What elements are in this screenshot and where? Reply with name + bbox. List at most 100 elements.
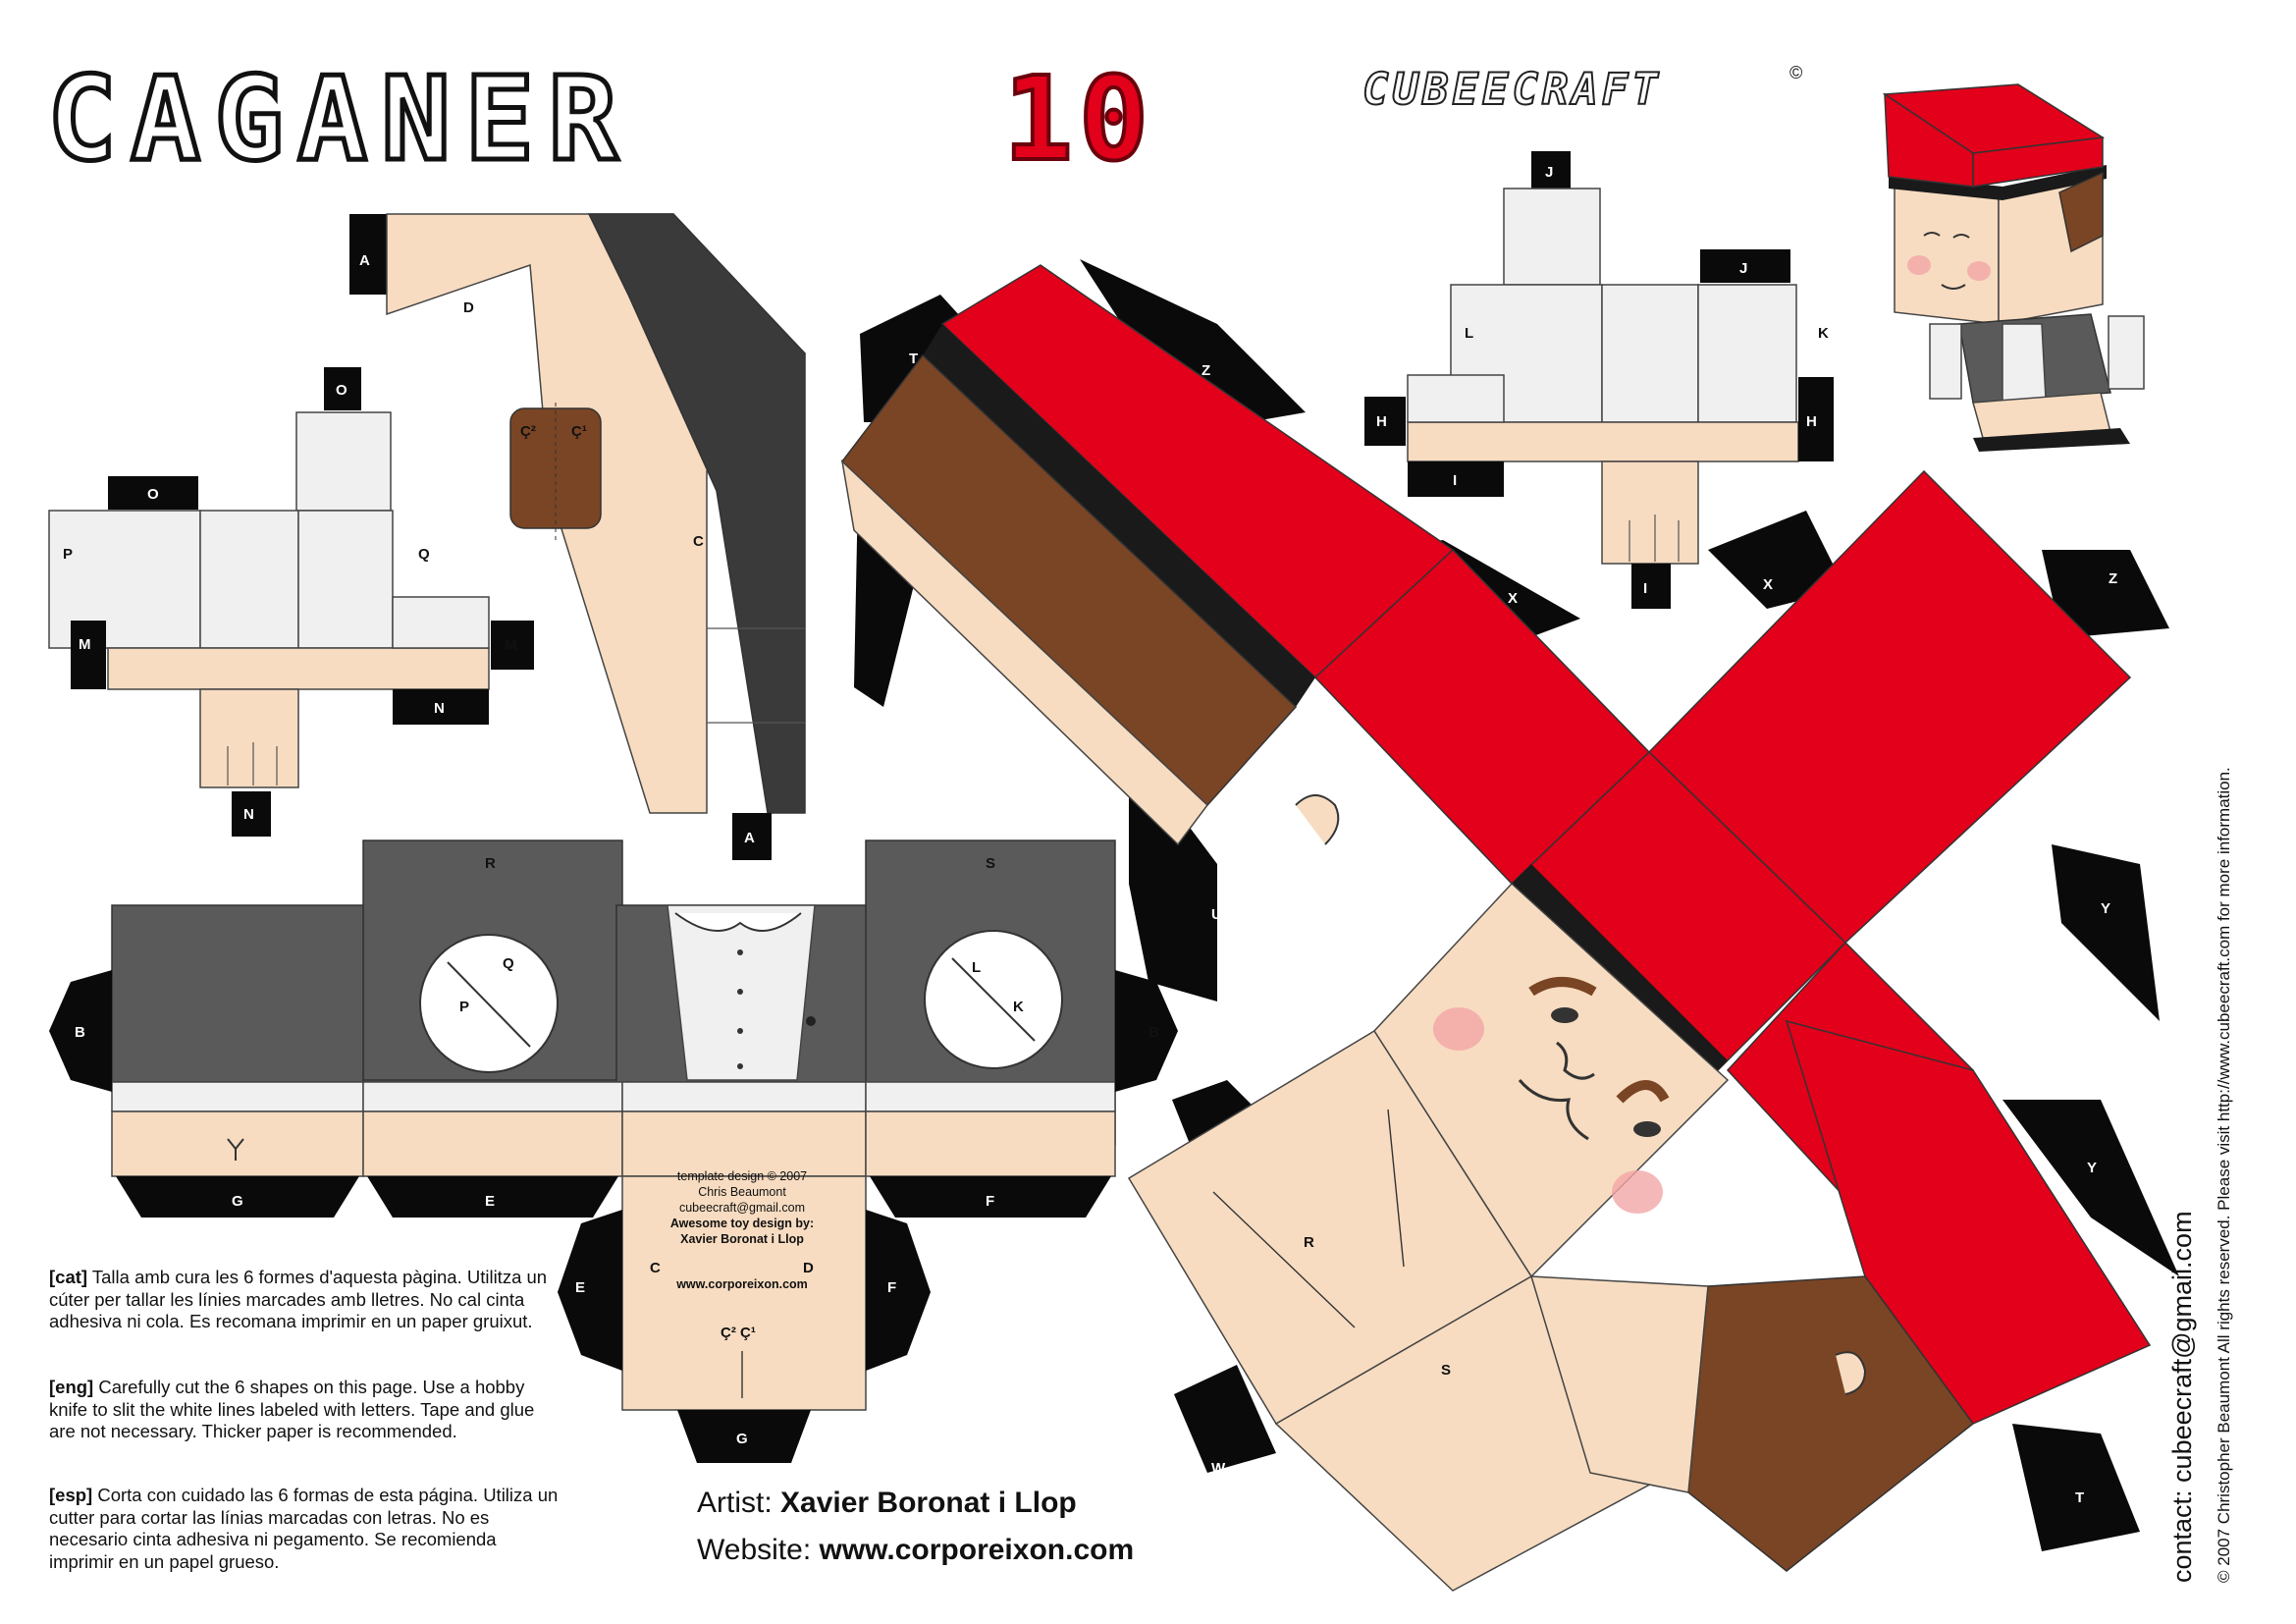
instructions-cat: [cat] Talla amb cura les 6 formes d'aque… <box>49 1267 560 1333</box>
label-C2-shoe: Ç² <box>520 423 536 440</box>
label-D: D <box>463 299 474 316</box>
tab-B-left <box>49 970 112 1092</box>
template-line-3: cubeecraft@gmail.com <box>678 1201 805 1215</box>
body-piece: R S Q P L K B B G E <box>49 839 1178 1463</box>
left-arm-piece: O O P Q M M N N <box>48 367 534 837</box>
website-label: Website: <box>697 1534 812 1566</box>
label-D-bottom: D <box>803 1260 814 1276</box>
tab-B-right <box>1115 970 1178 1092</box>
label-W-bottom: W <box>1211 1460 1226 1477</box>
label-K: K <box>1818 325 1829 342</box>
label-C2C1: Ç² Ç¹ <box>721 1325 756 1341</box>
artist-credit: Artist: Xavier Boronat i Llop <box>697 1487 1077 1520</box>
shoes-piece: Ç² Ç¹ <box>509 403 602 540</box>
tab-W-bottom <box>1174 1365 1276 1473</box>
label-Q-hole: Q <box>503 955 514 972</box>
instructions-eng-tag: [eng] <box>49 1377 94 1397</box>
tab-M-left <box>71 621 106 689</box>
template-line-4: Awesome toy design by: <box>669 1217 815 1230</box>
label-A-top: A <box>359 252 370 269</box>
label-J-top: J <box>1545 164 1553 181</box>
instructions-eng-text: Carefully cut the 6 shapes on this page.… <box>49 1377 535 1441</box>
tab-G <box>116 1176 359 1218</box>
label-I-left: I <box>1453 472 1457 489</box>
template-line-6: www.corporeixon.com <box>676 1277 808 1291</box>
head-piece: T Z W X X Z U Y U Y W V V T <box>840 259 2179 1592</box>
artist-name: Xavier Boronat i Llop <box>780 1487 1077 1519</box>
label-L-hole: L <box>972 959 981 976</box>
label-T-top: T <box>909 351 918 367</box>
tab-O-left <box>108 476 198 510</box>
tab-N-right <box>393 689 489 725</box>
label-Z-top: Z <box>1201 362 1210 379</box>
label-G: G <box>232 1193 243 1210</box>
tab-E-side <box>558 1210 622 1371</box>
website-credit: Website: www.corporeixon.com <box>697 1534 1134 1567</box>
label-C-bottom: C <box>650 1260 661 1276</box>
tab-I-left <box>1408 461 1504 497</box>
label-E-side: E <box>575 1279 585 1296</box>
brand-copyright-mark: © <box>1789 63 1803 82</box>
label-X-right: X <box>1763 576 1773 593</box>
side-copyright: © 2007 Christopher Beaumont All rights r… <box>2215 767 2233 1583</box>
tab-A-top <box>349 214 387 295</box>
brand-logo: CUBEECRAFT <box>1362 65 1662 115</box>
instructions-esp-text: Corta con cuidado las 6 formas de esta p… <box>49 1485 559 1572</box>
instructions-eng: [eng] Carefully cut the 6 shapes on this… <box>49 1377 560 1443</box>
tab-F-side <box>866 1210 931 1371</box>
label-I-bottom: I <box>1643 580 1647 597</box>
label-M-right: M <box>505 637 517 654</box>
label-A-bottom: A <box>744 830 755 846</box>
tab-H-left <box>1364 397 1406 446</box>
tab-T-bottom <box>2012 1424 2140 1551</box>
label-N-right: N <box>434 700 445 717</box>
label-E-bottom: E <box>485 1193 495 1210</box>
label-H-right: H <box>1806 413 1817 430</box>
label-Y-top: Y <box>2101 900 2110 917</box>
label-C: C <box>693 533 704 550</box>
tab-I-bottom <box>1631 564 1671 609</box>
label-W-left: W <box>934 627 949 644</box>
tab-Z-right <box>2042 550 2169 638</box>
label-O-top: O <box>336 382 347 399</box>
tab-Y-top <box>2052 844 2160 1021</box>
website-url[interactable]: www.corporeixon.com <box>819 1534 1135 1566</box>
assembled-preview <box>1882 83 2145 452</box>
label-S-top: S <box>986 855 995 872</box>
label-Z-right: Z <box>2109 570 2117 587</box>
tab-X-right <box>1708 511 1845 609</box>
label-Q: Q <box>418 546 430 563</box>
title-number: 10 <box>1001 51 1155 187</box>
tab-M-right <box>491 621 534 670</box>
instructions-esp: [esp] Corta con cuidado las 6 formas de … <box>49 1485 560 1573</box>
label-U-top: U <box>1211 906 1222 923</box>
tab-E-bottom <box>367 1176 618 1218</box>
label-M-left: M <box>79 636 91 653</box>
tab-H-right <box>1798 377 1834 461</box>
tab-J-right <box>1700 249 1790 283</box>
label-F-bottom: F <box>986 1193 994 1210</box>
tab-Y-bottom <box>2002 1100 2179 1276</box>
template-line-2: Chris Beaumont <box>698 1185 786 1199</box>
artist-label: Artist: <box>697 1487 773 1519</box>
template-info: template design © 2007 Chris Beaumont cu… <box>634 1168 850 1292</box>
side-contact: contact: cubeecraft@gmail.com <box>2167 1211 2197 1583</box>
template-line-5: Xavier Boronat i Llop <box>680 1232 804 1246</box>
template-line-1: template design © 2007 <box>676 1169 808 1183</box>
label-R-face: R <box>1304 1234 1314 1251</box>
instructions-cat-text: Talla amb cura les 6 formes d'aquesta pà… <box>49 1267 548 1331</box>
label-Y-bottom: Y <box>2087 1160 2097 1176</box>
label-B-right: B <box>1148 1024 1159 1041</box>
title-caganer: CAGANER <box>44 51 632 187</box>
label-S-face: S <box>1441 1362 1451 1379</box>
tab-A-bottom <box>732 813 772 860</box>
label-K-hole: K <box>1013 999 1024 1015</box>
label-O-left: O <box>147 486 159 503</box>
label-P-hole: P <box>459 999 469 1015</box>
instructions-cat-tag: [cat] <box>49 1267 88 1287</box>
tab-J-top <box>1531 151 1571 189</box>
label-P: P <box>63 546 73 563</box>
tab-F-bottom <box>870 1176 1111 1218</box>
label-G-bottom: G <box>736 1431 748 1447</box>
